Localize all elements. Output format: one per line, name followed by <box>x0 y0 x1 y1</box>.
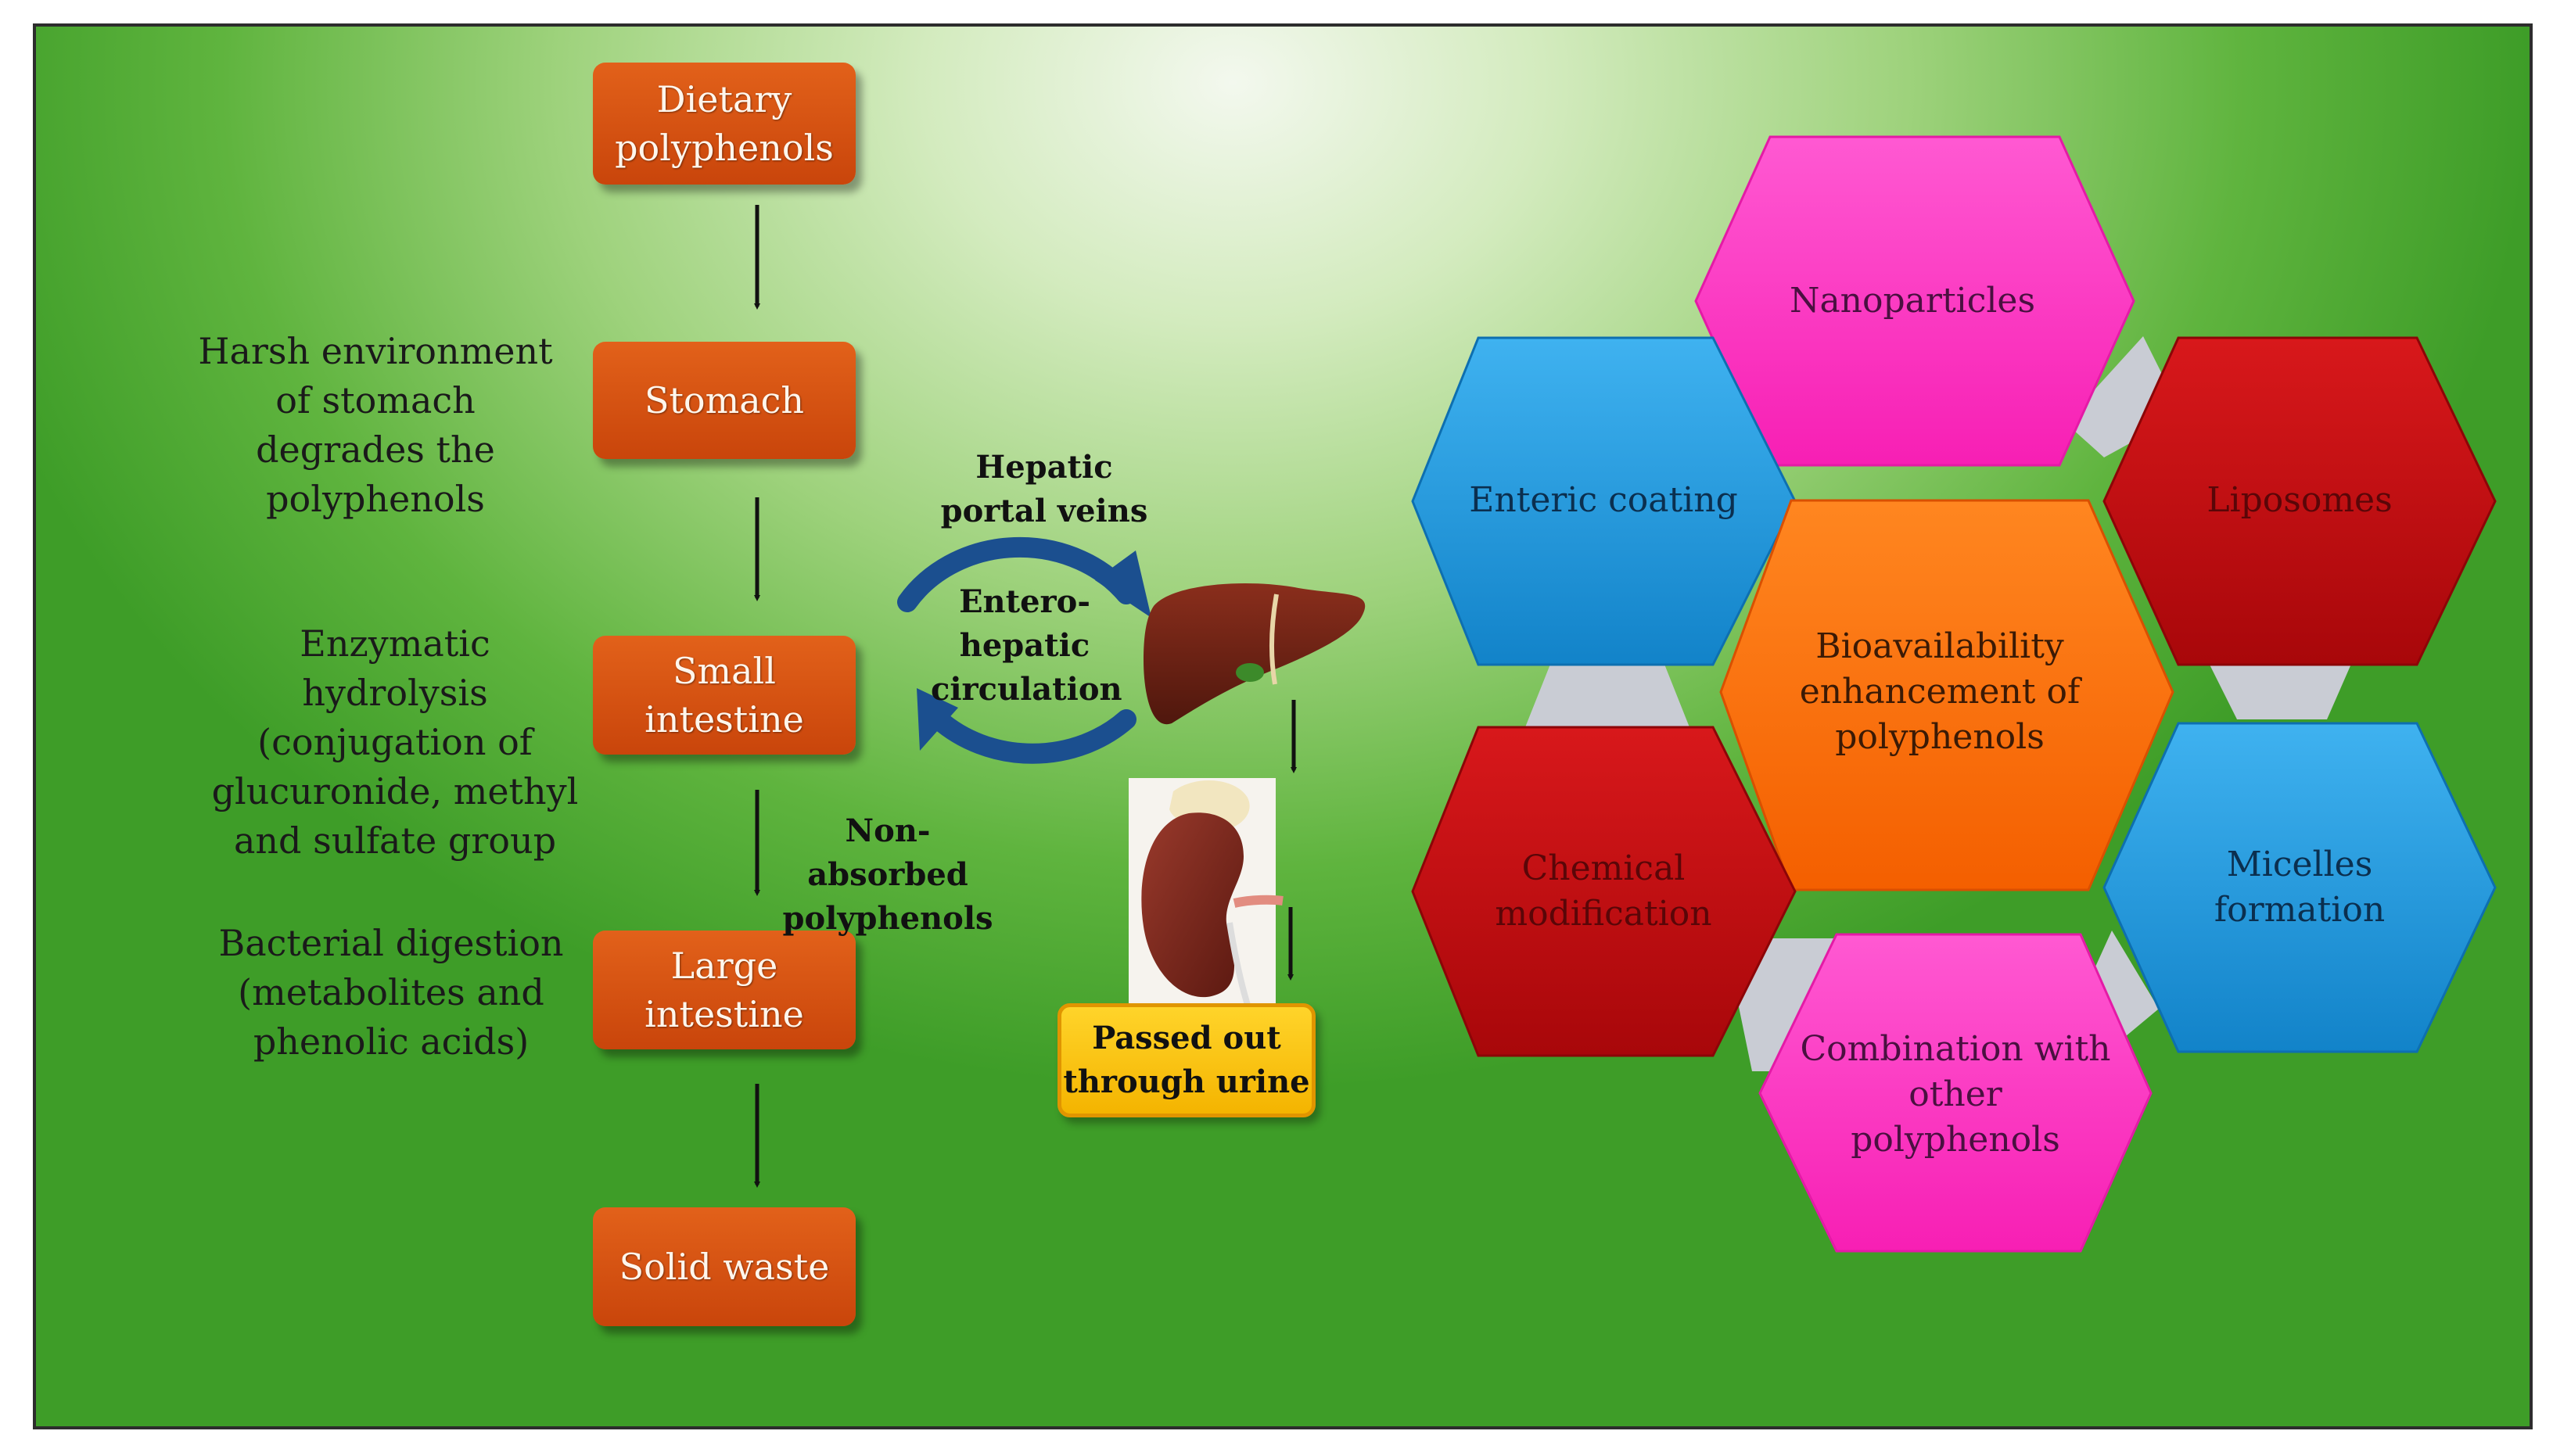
box-stomach: Stomach <box>593 342 856 459</box>
hex-label-bioavailability: Bioavailability enhancement of polypheno… <box>1799 626 2081 757</box>
note-small-intestine: Enzymatic hydrolysis (conjugation of glu… <box>211 622 579 862</box>
label-enterohepatic-circulation: Entero-hepatic circulation <box>931 583 1122 708</box>
hex-label-chemical-modification: Chemical modification <box>1495 848 1712 934</box>
box-dietary-polyphenols: Dietary polyphenols <box>593 63 856 185</box>
hexagon-chemical-modification <box>1411 726 1797 1057</box>
hexagon-micelles <box>2102 722 2497 1053</box>
circulation-arrows-icon <box>897 536 1151 764</box>
hexagon-liposomes <box>2102 336 2497 666</box>
box-large-intestine: Large intestine <box>593 931 856 1049</box>
label-hepatic-portal-veins: Hepatic portal veins <box>940 449 1148 529</box>
box-small-intestine: Small intestine <box>593 636 856 755</box>
hex-label-liposomes: Liposomes <box>2206 480 2393 520</box>
note-large-intestine: Bacterial digestion (metabolites and phe… <box>218 922 564 1063</box>
hexagon-combination <box>1758 933 2153 1253</box>
box-passed-out-urine: Passed out through urine <box>1057 1003 1316 1117</box>
hexagon-center <box>1719 499 2174 891</box>
liver-icon <box>1144 583 1366 725</box>
flow-arrows <box>754 205 1297 1188</box>
hex-label-enteric-coating: Enteric coating <box>1469 480 1738 520</box>
box-solid-waste: Solid waste <box>593 1207 856 1326</box>
label-non-absorbed: Non-absorbed polyphenols <box>782 812 993 937</box>
hexagon-enteric-coating <box>1411 336 1797 666</box>
kidney-icon <box>1129 778 1284 1014</box>
note-stomach: Harsh environment of stomach degrades th… <box>198 330 553 520</box>
hexagon-nanoparticles <box>1694 135 2135 467</box>
hex-label-micelles-formation: Micelles formation <box>2214 845 2386 930</box>
hex-label-nanoparticles: Nanoparticles <box>1789 281 2036 321</box>
hex-label-combination: Combination with other polyphenols <box>1800 1029 2111 1160</box>
